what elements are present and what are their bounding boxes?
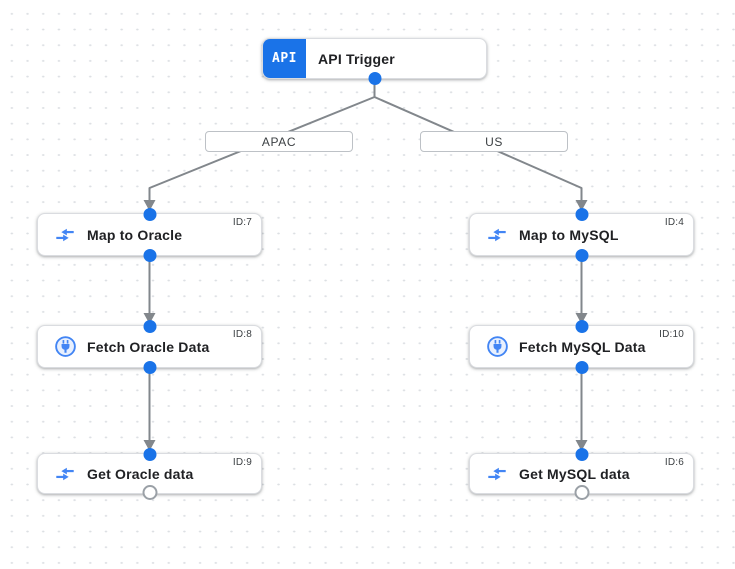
output-port[interactable] bbox=[575, 248, 588, 262]
data-mapping-icon bbox=[52, 461, 78, 487]
data-mapping-icon bbox=[52, 222, 78, 248]
node-fetch-mysql-data[interactable]: ID:10 Fetch MySQL Data bbox=[469, 319, 694, 374]
branch-label-us[interactable]: US bbox=[420, 131, 568, 152]
output-port[interactable] bbox=[575, 360, 588, 374]
task-id: ID:4 bbox=[664, 217, 684, 228]
output-port-open[interactable] bbox=[574, 484, 589, 500]
node-api-trigger[interactable]: API API Trigger bbox=[262, 38, 487, 85]
input-port[interactable] bbox=[575, 207, 588, 221]
node-title: API Trigger bbox=[318, 50, 395, 67]
task-id: ID:8 bbox=[232, 329, 252, 340]
node-get-mysql-data[interactable]: ID:6 Get MySQL data bbox=[469, 447, 694, 500]
task-id: ID:9 bbox=[232, 457, 252, 468]
task-id: ID:10 bbox=[659, 329, 684, 340]
task-id: ID:7 bbox=[232, 217, 252, 228]
data-mapping-icon bbox=[484, 222, 510, 248]
node-title: Fetch MySQL Data bbox=[519, 338, 646, 355]
output-port[interactable] bbox=[143, 360, 156, 374]
node-map-to-mysql[interactable]: ID:4 Map to MySQL bbox=[469, 207, 694, 262]
connector-icon bbox=[52, 334, 78, 360]
input-port[interactable] bbox=[143, 447, 156, 461]
input-port[interactable] bbox=[143, 319, 156, 333]
edge-trigger-us bbox=[374, 96, 583, 209]
node-title: Get Oracle data bbox=[87, 465, 194, 482]
node-map-to-oracle[interactable]: ID:7 Map to Oracle bbox=[37, 207, 262, 262]
output-port-open[interactable] bbox=[142, 484, 157, 500]
task-id: ID:6 bbox=[664, 457, 684, 468]
node-fetch-oracle-data[interactable]: ID:8 Fetch Oracle Data bbox=[37, 319, 262, 374]
node-title: Fetch Oracle Data bbox=[87, 338, 210, 355]
node-title: Map to Oracle bbox=[87, 226, 183, 243]
api-icon: API bbox=[263, 39, 306, 78]
input-port[interactable] bbox=[575, 447, 588, 461]
node-title: Get MySQL data bbox=[519, 465, 630, 482]
branch-label-text: US bbox=[485, 134, 503, 149]
output-port[interactable] bbox=[143, 248, 156, 262]
branch-label-text: APAC bbox=[261, 134, 297, 149]
input-port[interactable] bbox=[575, 319, 588, 333]
output-port[interactable] bbox=[368, 71, 381, 85]
node-get-oracle-data[interactable]: ID:9 Get Oracle data bbox=[37, 447, 262, 500]
node-title: Map to MySQL bbox=[519, 226, 619, 243]
branch-label-apac[interactable]: APAC bbox=[205, 131, 353, 152]
data-mapping-icon bbox=[484, 461, 510, 487]
connector-icon bbox=[484, 334, 510, 360]
input-port[interactable] bbox=[143, 207, 156, 221]
